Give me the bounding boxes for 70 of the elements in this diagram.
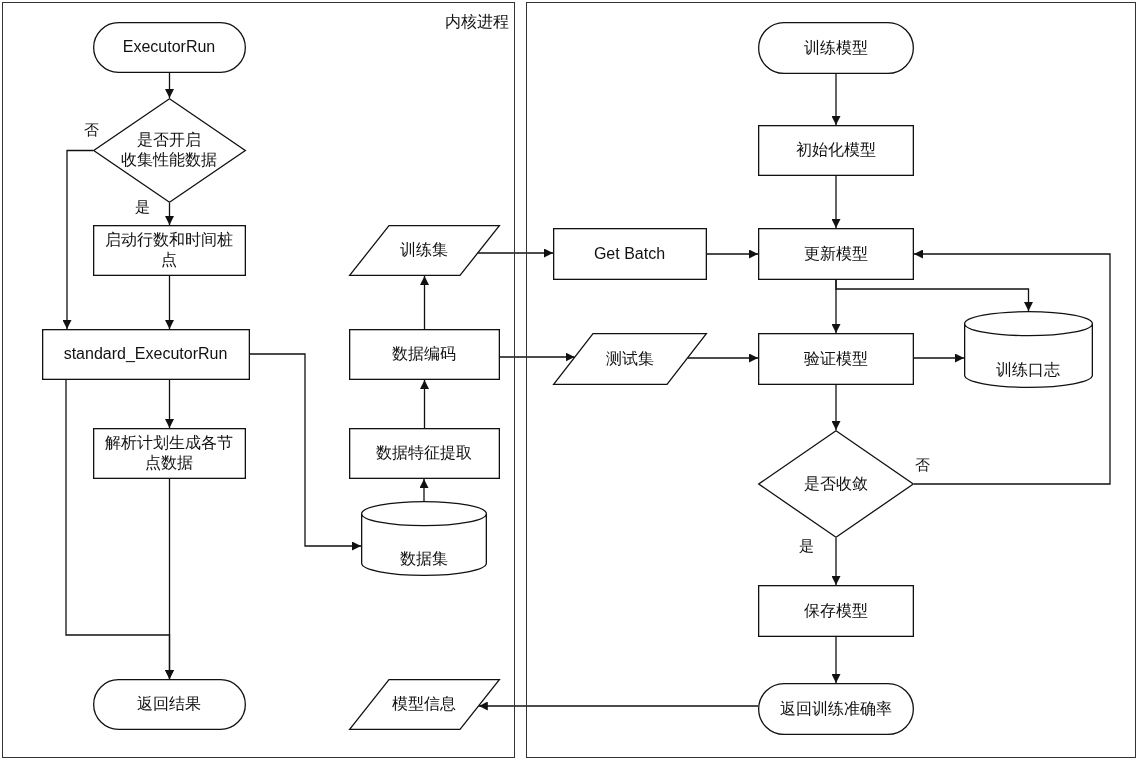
- arrow: [706, 249, 759, 259]
- node-text: 保存模型: [803, 600, 868, 621]
- arrow: [478, 701, 759, 711]
- edge-label: 是: [798, 537, 815, 555]
- node-text: 是否收敛: [803, 473, 868, 494]
- arrow: [62, 149, 94, 330]
- arrow: [165, 275, 174, 330]
- node-text: 数据编码: [392, 344, 456, 364]
- arrow: [831, 384, 841, 431]
- terminator-shape: [92, 21, 246, 73]
- node-text: 返回结果: [137, 694, 201, 714]
- process-box: [757, 227, 914, 280]
- arrow: [831, 175, 841, 229]
- edge-label: 是: [134, 198, 151, 216]
- swimlane-panel: [526, 2, 1136, 758]
- arrow: [420, 275, 429, 330]
- terminator-shape: [92, 678, 246, 730]
- arrow: [831, 636, 841, 684]
- data-parallelogram: [552, 332, 707, 385]
- arrow: [65, 379, 174, 680]
- node-text: 数据特征提取: [376, 443, 472, 463]
- edge-label: 否: [914, 456, 931, 474]
- data-parallelogram: [348, 678, 500, 730]
- node-text: 解析计划生成各节点数据: [104, 433, 234, 473]
- node-text: 测试集: [605, 348, 654, 369]
- panel-title: 内核进程: [445, 12, 509, 32]
- node-text: ExecutorRun: [122, 37, 216, 57]
- arrow: [831, 537, 841, 586]
- arrow: [835, 279, 1033, 312]
- terminator-shape: [757, 21, 914, 74]
- arrow: [165, 379, 174, 429]
- arrow: [831, 73, 841, 126]
- arrow: [249, 353, 362, 551]
- arrow: [165, 72, 174, 99]
- edge-label: 否: [83, 121, 100, 139]
- arrow: [687, 353, 759, 363]
- arrow: [913, 249, 1111, 485]
- node-text: Get Batch: [593, 243, 666, 264]
- node-text: 是否开启收集性能数据: [120, 130, 218, 170]
- node-text: 训练模型: [803, 37, 868, 58]
- node-text: 验证模型: [803, 348, 868, 369]
- process-box: [348, 328, 500, 380]
- process-box: [552, 227, 707, 280]
- node-text: 启动行数和时间桩点: [104, 230, 234, 270]
- swimlane-panel: [2, 2, 515, 758]
- node-text: 数据集: [399, 548, 448, 569]
- process-box: [92, 224, 246, 276]
- node-text: 训练集: [400, 240, 448, 260]
- node-text: 返回训练准确率: [779, 698, 892, 719]
- node-text: 更新模型: [803, 243, 868, 264]
- arrow: [165, 202, 174, 226]
- process-box: [92, 427, 246, 479]
- node-text: 初始化模型: [795, 140, 876, 160]
- data-parallelogram: [348, 224, 500, 276]
- process-box: [757, 124, 914, 176]
- arrow: [913, 353, 965, 363]
- node-text: 模型信息: [392, 694, 456, 714]
- process-box: [348, 427, 500, 479]
- arrow: [419, 478, 429, 502]
- process-box: [757, 584, 914, 637]
- process-box: [41, 328, 250, 380]
- node-text: standard_ExecutorRun: [63, 344, 228, 364]
- database-cylinder: [963, 310, 1093, 388]
- process-box: [757, 332, 914, 385]
- terminator-shape: [757, 682, 914, 735]
- node-text: 训练口志: [996, 360, 1060, 380]
- decision-diamond: [757, 429, 914, 538]
- arrow: [477, 248, 554, 258]
- database-cylinder: [360, 500, 487, 576]
- arrow: [420, 379, 429, 429]
